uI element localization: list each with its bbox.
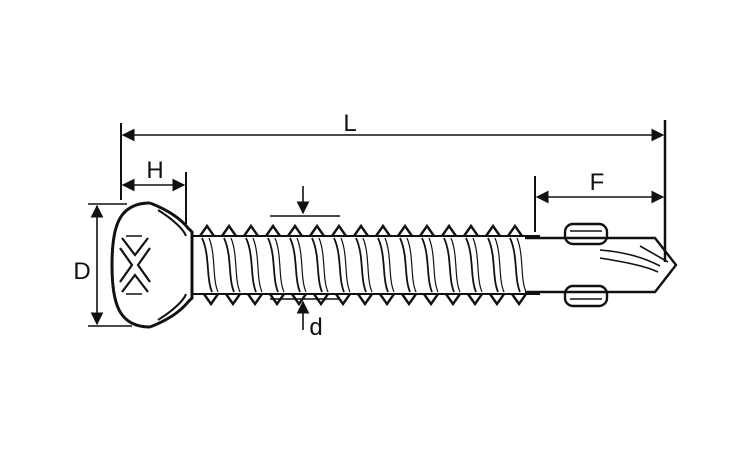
thread-crest-bottom: [379, 293, 395, 307]
thread-flank: [340, 237, 351, 293]
thread-flank: [494, 237, 505, 293]
thread-crest-bottom: [489, 293, 505, 307]
thread-flank: [318, 237, 329, 293]
dimension-drill-length: F: [534, 169, 665, 232]
thread-crest-top: [243, 223, 259, 237]
thread-flank: [245, 237, 257, 293]
dimension-head-height: H: [121, 157, 187, 224]
thread-crest-bottom: [247, 293, 263, 307]
thread-crest-bottom: [357, 293, 373, 307]
thread-crest-bottom: [203, 293, 219, 307]
thread-flank: [472, 237, 483, 293]
thread-flank: [274, 237, 285, 293]
thread-crest-top: [287, 223, 303, 237]
thread-crest-top: [507, 223, 523, 237]
phillips-cross-icon: [119, 235, 151, 295]
label-head-diameter: D: [73, 258, 90, 285]
screw-thread: [192, 223, 540, 307]
thread-flank: [223, 237, 235, 293]
thread-crest-bottom: [445, 293, 461, 307]
thread-flank: [252, 237, 263, 293]
thread-crest-top: [375, 223, 391, 237]
thread-flank: [487, 237, 499, 293]
thread-flank: [509, 237, 521, 293]
thread-crest-top: [485, 223, 501, 237]
thread-flank: [450, 237, 461, 293]
dimension-head-diameter: D: [73, 203, 132, 327]
thread-flank: [208, 237, 219, 293]
thread-crest-top: [419, 223, 435, 237]
thread-crest-top: [441, 223, 457, 237]
thread-crest-bottom: [225, 293, 241, 307]
thread-flank: [399, 237, 411, 293]
thread-crest-top: [309, 223, 325, 237]
thread-crest-top: [221, 223, 237, 237]
thread-crest-top: [199, 223, 215, 237]
thread-flank: [230, 237, 241, 293]
thread-flank: [516, 237, 527, 293]
thread-flank: [465, 237, 477, 293]
thread-crest-bottom: [269, 293, 285, 307]
thread-crest-bottom: [401, 293, 417, 307]
thread-crest-bottom: [291, 293, 307, 307]
dimension-shank-diameter: d: [270, 186, 340, 341]
label-drill-length: F: [590, 169, 605, 196]
thread-crest-top: [463, 223, 479, 237]
label-shank-diameter: d: [309, 314, 322, 341]
thread-crest-bottom: [423, 293, 439, 307]
thread-flank: [201, 237, 213, 293]
drill-point: [525, 222, 678, 308]
thread-flank: [406, 237, 417, 293]
label-length: L: [343, 110, 356, 137]
thread-flank: [421, 237, 433, 293]
thread-crest-bottom: [313, 293, 329, 307]
drill-wing: [563, 222, 609, 308]
dimension-length: L: [120, 110, 667, 262]
thread-flank: [311, 237, 323, 293]
thread-flank: [333, 237, 345, 293]
thread-flank: [443, 237, 455, 293]
thread-crest-bottom: [335, 293, 351, 307]
thread-flank: [267, 237, 279, 293]
thread-flank: [355, 237, 367, 293]
thread-flank: [362, 237, 373, 293]
thread-crest-top: [265, 223, 281, 237]
thread-crest-bottom: [511, 293, 527, 307]
thread-flank: [296, 237, 307, 293]
thread-flank: [428, 237, 439, 293]
thread-flank: [384, 237, 395, 293]
thread-crest-top: [331, 223, 347, 237]
thread-flank: [377, 237, 389, 293]
screw-head: [110, 201, 194, 329]
thread-crest-bottom: [467, 293, 483, 307]
thread-crest-top: [353, 223, 369, 237]
label-head-height: H: [146, 157, 163, 184]
thread-crest-top: [397, 223, 413, 237]
thread-flank: [289, 237, 301, 293]
